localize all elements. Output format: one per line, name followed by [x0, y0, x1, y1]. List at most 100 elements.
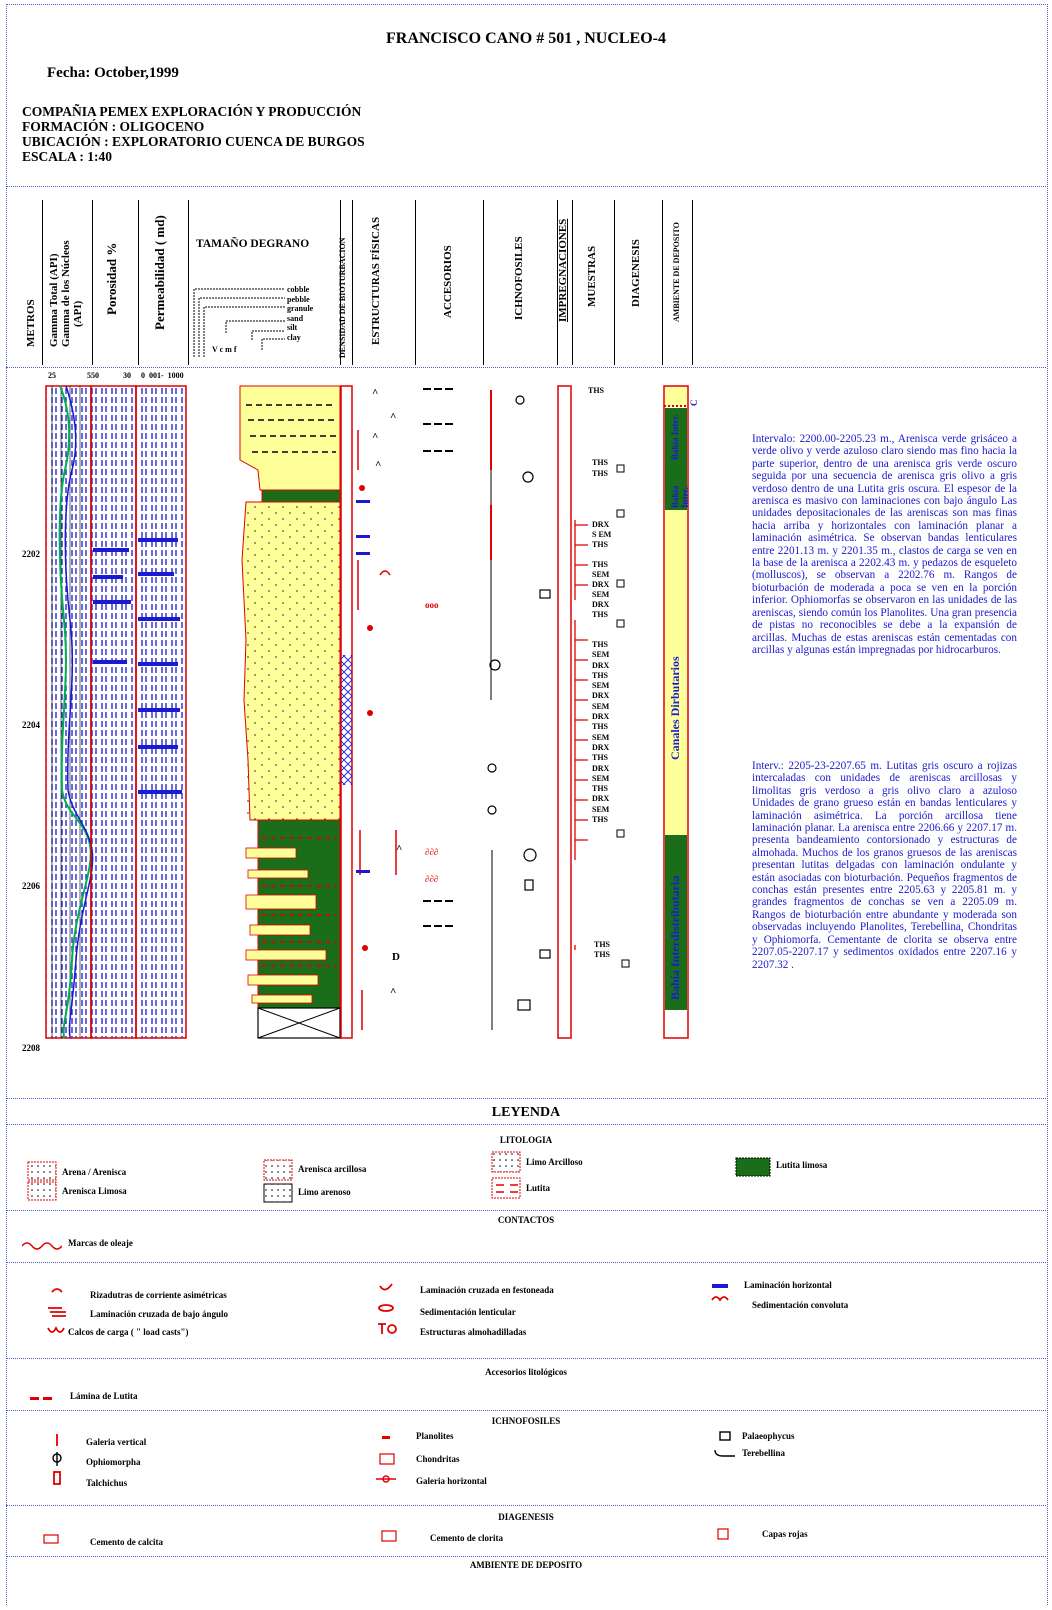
sample-label: DRX: [592, 763, 610, 773]
divider: [6, 1124, 1046, 1125]
sample-label: THS: [592, 540, 609, 549]
page-frame: [6, 4, 1048, 1605]
sample-label: THS: [592, 610, 609, 619]
legend-talchichus: Talchichus: [86, 1478, 128, 1488]
description-interval-2: Interv.: 2205-23-2207.65 m. Lutitas gris…: [752, 760, 1017, 971]
sample-label: DRX: [592, 691, 610, 701]
legend-festoneada: Laminación cruzada en festoneada: [420, 1285, 554, 1295]
divider: [6, 1262, 1046, 1263]
structure-legend-icons: [47, 1283, 729, 1334]
legend-ophiomorpha: Ophiomorpha: [86, 1457, 141, 1467]
legend-arenisca-limosa: Arenisca Limosa: [62, 1186, 127, 1196]
col-tamano: TAMAÑO DEGRANO: [196, 238, 310, 250]
svg-text:^: ^: [390, 986, 396, 998]
header-info: COMPAÑIA PEMEX EXPLORACIÓN Y PRODUCCIÓN …: [22, 104, 365, 164]
legend-arenisca-arcillosa: Arenisca arcillosa: [298, 1164, 367, 1174]
svg-text:^: ^: [372, 387, 378, 399]
legend-lutita-limosa: Lutita limosa: [776, 1160, 828, 1170]
sample-label: S EM: [592, 530, 612, 539]
grain-size-labels: cobble pebble granule sand silt clay: [287, 285, 313, 342]
samples-4: THS SEM DRX SEM DRX THS: [592, 560, 609, 620]
location-line: UBICACIÓN : EXPLORATORIO CUENCA DE BURGO…: [22, 134, 365, 149]
legend-title: LEYENDA: [491, 1105, 561, 1120]
scale-line: ESCALA : 1:40: [22, 149, 113, 164]
gamma-min-tick: 25: [48, 371, 56, 380]
legend-litologia: LITOLOGIA: [499, 1135, 553, 1145]
sample-label: DRX: [592, 600, 610, 609]
sample-label: SEM: [592, 732, 610, 742]
col-sep: [415, 200, 416, 365]
col-sep: [92, 200, 93, 365]
divider: [6, 367, 1046, 368]
diag-legend-icons: [43, 1528, 729, 1544]
legend-galeria-horizontal: Galeria horizontal: [416, 1476, 487, 1486]
col-sep: [352, 200, 353, 365]
grain-size-ladder: [193, 288, 285, 357]
divider: [6, 1410, 1046, 1411]
legend-limo-arenoso: Limo arenoso: [298, 1187, 351, 1197]
sample-label: SEM: [592, 681, 610, 691]
sample-label: THS: [592, 560, 609, 569]
sample-label: SEM: [592, 701, 610, 711]
sample-label: THS: [592, 458, 609, 467]
col-sep: [138, 200, 139, 365]
svg-text:ooo: ooo: [425, 600, 439, 610]
svg-text:∂∂∂: ∂∂∂: [425, 874, 438, 884]
legend-lamina: Lámina de Lutita: [70, 1391, 138, 1401]
sample-label: THS: [592, 722, 609, 732]
legend-horizontal: Laminación horizontal: [744, 1280, 832, 1290]
sample-label: DRX: [592, 660, 610, 670]
legend-lutita: Lutita: [526, 1183, 551, 1193]
formation-line: FORMACIÓN : OLIGOCENO: [22, 119, 205, 134]
sample-label: THS: [592, 784, 609, 794]
legend-terebellina: Terebellina: [742, 1448, 786, 1458]
grain-silt: silt: [287, 323, 298, 332]
description-interval-1: Intervalo: 2200.00-2205.23 m., Arenisca …: [752, 433, 1017, 656]
col-sep: [557, 200, 558, 365]
poro-max-tick: 30: [123, 371, 131, 380]
legend-limo-arcilloso: Limo Arcilloso: [526, 1157, 583, 1167]
sample-label: SEM: [592, 570, 610, 579]
svg-text:^: ^: [372, 431, 378, 443]
ichno-legend-icons: [52, 1431, 735, 1485]
grain-clay: clay: [287, 332, 301, 342]
col-sep: [614, 200, 615, 365]
grain-granule: granule: [287, 304, 314, 313]
legend-laminacion-bajo: Laminación cruzada de bajo ángulo: [90, 1309, 229, 1319]
env-bahia-interdistributaria: Bahía Interdistributaria: [668, 875, 682, 1000]
shale-lamina-icon: [30, 1397, 52, 1400]
env-c: C: [689, 399, 699, 407]
sample-label: DRX: [592, 794, 610, 804]
divider: [6, 1210, 1046, 1211]
divider: [6, 1505, 1046, 1506]
sample-label: DRX: [592, 742, 610, 752]
company-line: COMPAÑIA PEMEX EXPLORACIÓN Y PRODUCCIÓN: [22, 104, 362, 119]
sample-label: THS: [592, 815, 609, 825]
samples-top: THS: [588, 386, 604, 396]
svg-text:^: ^: [390, 411, 396, 423]
legend-planolites: Planolites: [416, 1431, 454, 1441]
svg-text:∂∂∂: ∂∂∂: [425, 847, 438, 857]
col-sep: [483, 200, 484, 365]
depth-2206: 2206: [22, 881, 40, 891]
sample-label: THS: [592, 670, 609, 680]
divider: [6, 1358, 1046, 1359]
sample-label: DRX: [592, 520, 610, 529]
svg-text:D: D: [392, 951, 400, 963]
legend-ichno: ICHNOFOSILES: [491, 1416, 561, 1426]
legend-rizadutras: Rizadutras de corriente asimétricas: [90, 1290, 227, 1300]
col-sep: [188, 200, 189, 365]
svg-text:^: ^: [396, 843, 402, 855]
sample-label: THS: [594, 950, 611, 959]
legend-lenticular: Sedimentación lenticular: [420, 1307, 516, 1317]
grain-cobble: cobble: [287, 285, 310, 294]
legend-calcos: Calcos de carga ( " load casts"): [68, 1327, 189, 1337]
grain-abbr: V c m f: [212, 345, 237, 354]
col-sep: [692, 200, 693, 365]
page-title: FRANCISCO CANO # 501 , NUCLEO-4: [385, 30, 666, 47]
legend-capas-rojas: Capas rojas: [762, 1529, 808, 1539]
legend-ambiente: AMBIENTE DE DEPOSITO: [469, 1560, 583, 1570]
sample-label: SEM: [592, 650, 610, 660]
sample-label: SEM: [592, 773, 610, 783]
perm-ticks: 0 001- 1000: [141, 371, 184, 380]
